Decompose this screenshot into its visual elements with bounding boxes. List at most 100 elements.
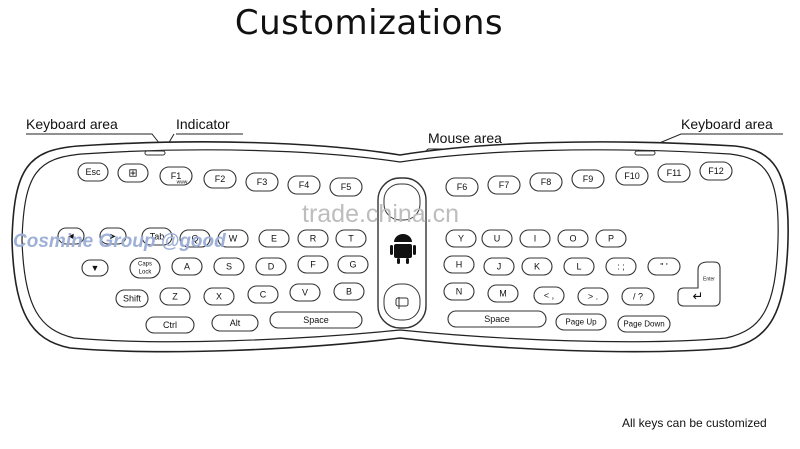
- key-cap[interactable]: [213, 257, 245, 276]
- key-down[interactable]: ▼: [81, 259, 109, 277]
- key-cap[interactable]: [621, 287, 655, 306]
- key-comma[interactable]: < ,: [533, 286, 565, 305]
- key-cap[interactable]: [159, 287, 191, 306]
- key-cap[interactable]: [483, 257, 515, 276]
- key-f3[interactable]: F3: [245, 172, 279, 192]
- key-cap[interactable]: [529, 172, 563, 192]
- key-pgdn[interactable]: Page Down: [617, 315, 671, 333]
- key-f11[interactable]: F11: [657, 163, 691, 183]
- key-cap[interactable]: [533, 286, 565, 305]
- key-cap[interactable]: [77, 162, 109, 182]
- key-cap[interactable]: [217, 229, 249, 248]
- key-cap[interactable]: [287, 175, 321, 195]
- key-cap[interactable]: [577, 287, 609, 306]
- key-cap[interactable]: [269, 311, 363, 329]
- key-n[interactable]: N: [443, 282, 475, 301]
- key-cap[interactable]: [335, 229, 367, 248]
- key-cap[interactable]: [245, 172, 279, 192]
- key-cap[interactable]: [115, 289, 149, 308]
- key-cap[interactable]: [57, 227, 85, 245]
- key-cap[interactable]: [563, 257, 595, 276]
- key-cap[interactable]: [289, 283, 321, 302]
- key-cap[interactable]: [519, 229, 551, 248]
- key-b[interactable]: B: [333, 282, 365, 301]
- key-pgup[interactable]: Page Up: [555, 313, 607, 331]
- key-cap[interactable]: [487, 284, 519, 303]
- key-cap[interactable]: [329, 177, 363, 197]
- key-win[interactable]: ⊞: [117, 163, 149, 183]
- key-cap[interactable]: [129, 257, 161, 279]
- key-cap[interactable]: [203, 169, 237, 189]
- key-s[interactable]: S: [213, 257, 245, 276]
- key-space-left[interactable]: Space: [269, 311, 363, 329]
- mouse-left-button[interactable]: [383, 183, 421, 221]
- key-a[interactable]: A: [171, 257, 203, 276]
- key-cap[interactable]: [677, 261, 721, 307]
- key-x[interactable]: X: [203, 287, 235, 306]
- key-period[interactable]: > .: [577, 287, 609, 306]
- key-f8[interactable]: F8: [529, 172, 563, 192]
- key-f10[interactable]: F10: [615, 166, 649, 186]
- key-e[interactable]: E: [258, 229, 290, 248]
- key-alt[interactable]: Alt: [211, 314, 259, 332]
- key-shift[interactable]: Shift: [115, 289, 149, 308]
- key-p[interactable]: P: [595, 229, 627, 248]
- key-f2[interactable]: F2: [203, 169, 237, 189]
- key-f[interactable]: F: [297, 255, 329, 274]
- key-cap[interactable]: [699, 161, 733, 181]
- key-o[interactable]: O: [557, 229, 589, 248]
- key-cap[interactable]: [211, 314, 259, 332]
- key-cap[interactable]: [617, 315, 671, 333]
- key-cap[interactable]: [481, 229, 513, 248]
- key-cap[interactable]: [445, 177, 479, 197]
- key-z[interactable]: Z: [159, 287, 191, 306]
- key-cap[interactable]: [443, 255, 475, 274]
- key-cap[interactable]: [159, 166, 193, 186]
- key-cap[interactable]: [521, 257, 553, 276]
- key-f12[interactable]: F12: [699, 161, 733, 181]
- key-cap[interactable]: [297, 229, 329, 248]
- key-quote[interactable]: " ': [647, 257, 681, 276]
- key-cap[interactable]: [333, 282, 365, 301]
- key-right[interactable]: ►: [99, 227, 127, 245]
- key-h[interactable]: H: [443, 255, 475, 274]
- key-c[interactable]: C: [247, 285, 279, 304]
- key-f9[interactable]: F9: [571, 169, 605, 189]
- key-cap[interactable]: [145, 316, 195, 334]
- key-cap[interactable]: [615, 166, 649, 186]
- key-f4[interactable]: F4: [287, 175, 321, 195]
- key-l[interactable]: L: [563, 257, 595, 276]
- key-d[interactable]: D: [255, 257, 287, 276]
- key-r[interactable]: R: [297, 229, 329, 248]
- key-cap[interactable]: [557, 229, 589, 248]
- key-k[interactable]: K: [521, 257, 553, 276]
- key-cap[interactable]: [255, 257, 287, 276]
- key-cap[interactable]: [657, 163, 691, 183]
- key-cap[interactable]: [81, 259, 109, 277]
- key-t[interactable]: T: [335, 229, 367, 248]
- key-cap[interactable]: [258, 229, 290, 248]
- key-space-right[interactable]: Space: [447, 310, 547, 328]
- key-i[interactable]: I: [519, 229, 551, 248]
- key-f7[interactable]: F7: [487, 175, 521, 195]
- key-v[interactable]: V: [289, 283, 321, 302]
- key-cap[interactable]: [247, 285, 279, 304]
- key-cap[interactable]: [487, 175, 521, 195]
- key-cap[interactable]: [571, 169, 605, 189]
- key-cap[interactable]: [337, 255, 369, 274]
- key-cap[interactable]: [297, 255, 329, 274]
- key-g[interactable]: G: [337, 255, 369, 274]
- key-f6[interactable]: F6: [445, 177, 479, 197]
- key-cap[interactable]: [443, 282, 475, 301]
- key-cap[interactable]: [445, 229, 477, 248]
- key-w[interactable]: W: [217, 229, 249, 248]
- key-cap[interactable]: [647, 257, 681, 276]
- key-cap[interactable]: [605, 257, 637, 276]
- key-m[interactable]: M: [487, 284, 519, 303]
- key-cap[interactable]: [141, 227, 173, 246]
- key-cap[interactable]: [171, 257, 203, 276]
- key-cap[interactable]: [203, 287, 235, 306]
- key-slash[interactable]: / ?: [621, 287, 655, 306]
- key-tab[interactable]: Tab: [141, 227, 173, 246]
